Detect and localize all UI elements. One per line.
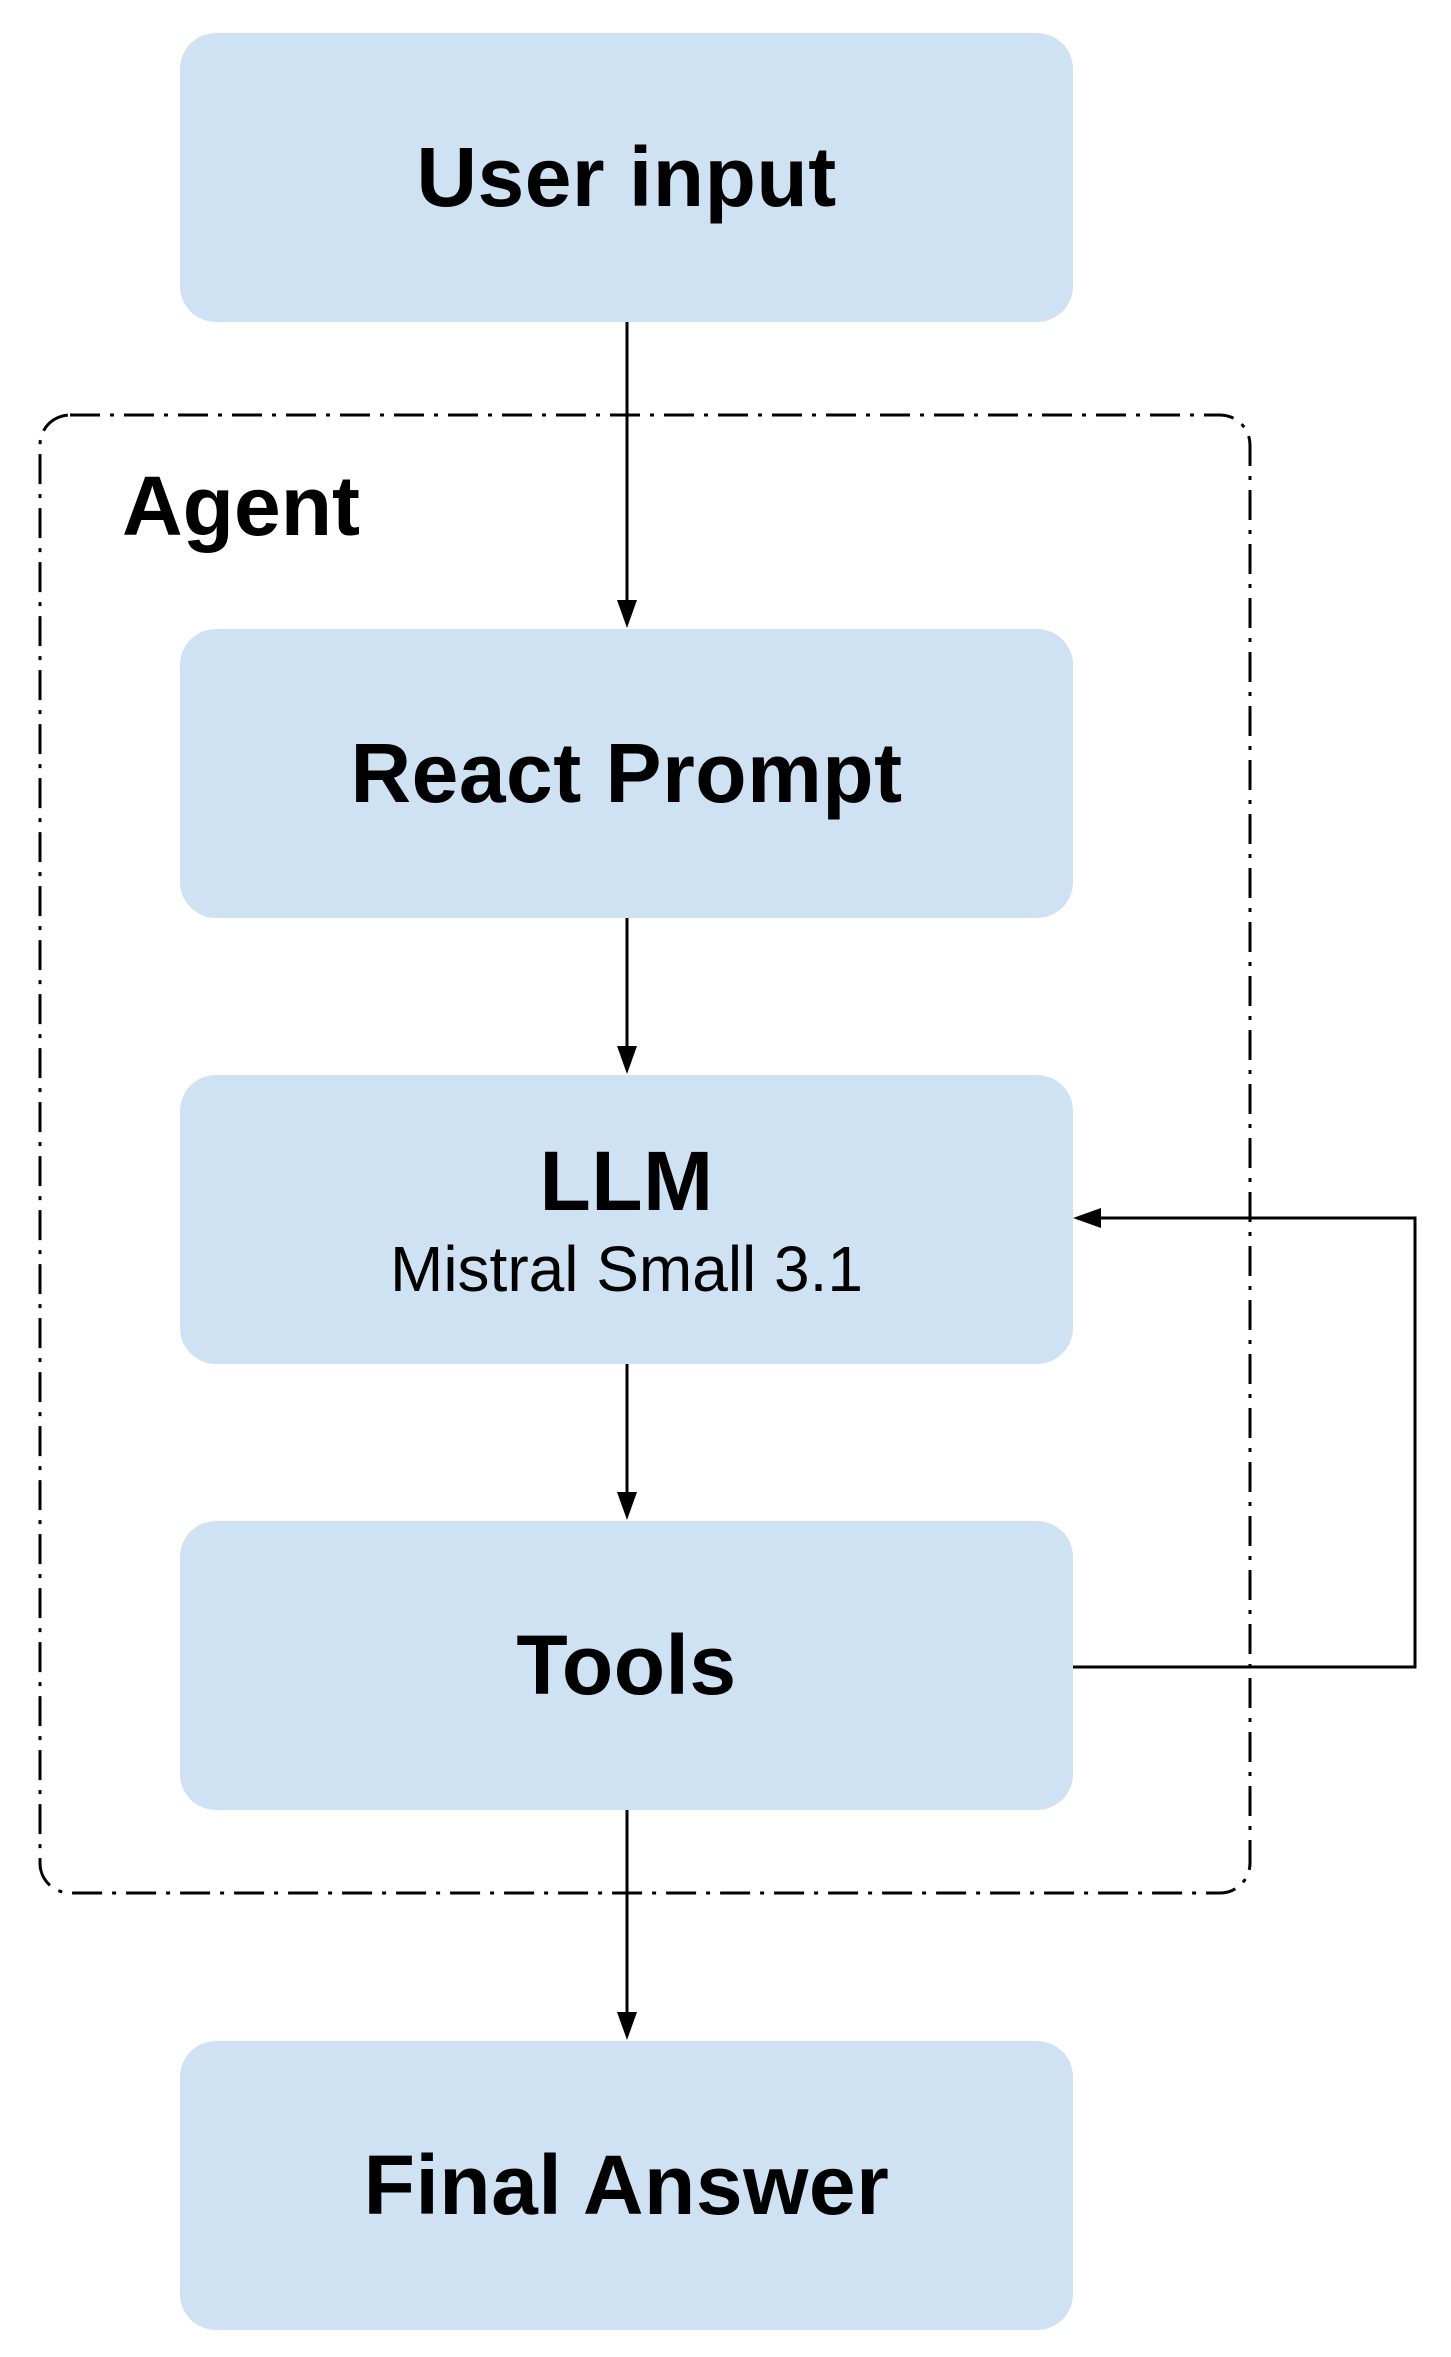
react-prompt-title: React Prompt (350, 726, 903, 821)
llm-title: LLM (539, 1134, 714, 1229)
final-answer-title: Final Answer (363, 2138, 890, 2233)
user-input-title: User input (416, 130, 837, 225)
arrowhead-llm (617, 1046, 637, 1074)
llm-model-subtitle: Mistral Small 3.1 (390, 1232, 863, 1305)
arrowhead-llm-loop (1073, 1208, 1101, 1228)
react-prompt-node: React Prompt (180, 629, 1073, 918)
edge-tools-to-llm-loop (1073, 1216, 1417, 1669)
tools-node: Tools (180, 1521, 1073, 1810)
agent-group-border (38, 413, 1252, 1895)
llm-node: LLM Mistral Small 3.1 (180, 1075, 1073, 1364)
tools-title: Tools (516, 1618, 737, 1713)
arrowhead-tools (617, 1492, 637, 1520)
agent-group-label: Agent (122, 459, 360, 553)
arrowhead-react-prompt (617, 600, 637, 628)
user-input-node: User input (180, 33, 1073, 322)
arrowhead-final-answer (617, 2012, 637, 2040)
final-answer-node: Final Answer (180, 2041, 1073, 2330)
